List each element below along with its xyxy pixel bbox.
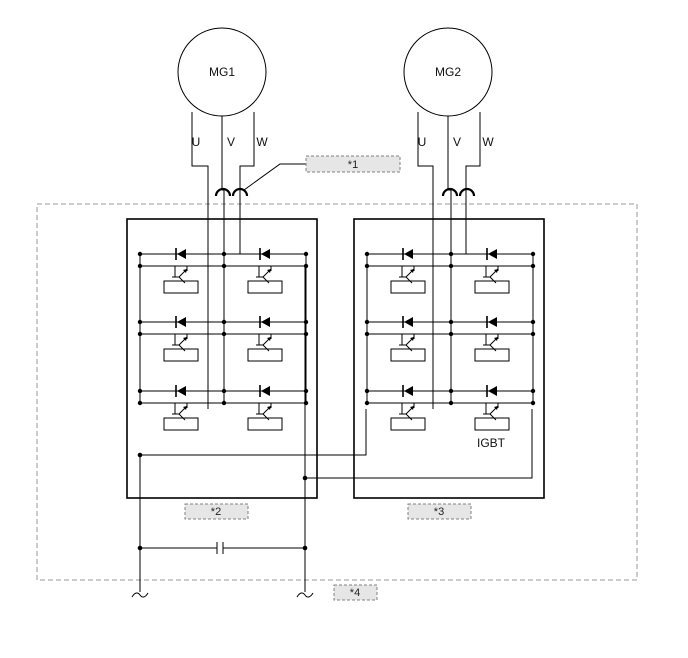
- mg1-diode-icon-0-1: [259, 247, 271, 261]
- mg2-igbt-icon-1-0: [390, 336, 426, 362]
- mg1-igbt-icon-1-0: [163, 336, 199, 362]
- mg1-inverter-circuit: [137, 247, 309, 431]
- mg1-v-current-sensor-icon: [214, 187, 232, 197]
- callout-2-tag: *2: [184, 503, 249, 520]
- mg1-phase-w: W: [256, 135, 268, 149]
- svg-text:*2: *2: [211, 506, 221, 518]
- igbt-label: IGBT: [477, 436, 506, 450]
- dc-bus-wiring: [139, 266, 533, 592]
- dc-bus-junctions: [137, 452, 308, 551]
- mg1-igbt-icon-0-1: [247, 268, 283, 294]
- mg2-igbt-icon-0-1: [474, 268, 510, 294]
- mg1-terminal-leads: [191, 112, 255, 409]
- mg2-inverter-module: [353, 218, 545, 499]
- mg1-igbt-icon-1-1: [247, 336, 283, 362]
- mg1-igbt-icon-2-1: [247, 405, 283, 431]
- mg1-w-current-sensor-icon: [231, 187, 249, 197]
- mg2-igbt-icon-1-1: [474, 336, 510, 362]
- callout-1-leader: [243, 163, 306, 191]
- mg1-phase-u: U: [192, 135, 201, 149]
- mg1-diode-icon-1-1: [259, 315, 271, 329]
- mg2-diode-icon-1-0: [402, 315, 414, 329]
- callout-1-tag: *1: [305, 155, 401, 173]
- mg2-phase-v: V: [453, 135, 461, 149]
- mg2-v-current-sensor-icon: [441, 187, 459, 197]
- mg2-igbt-icon-2-0: [390, 405, 426, 431]
- mg2-igbt-icon-2-1: [474, 405, 510, 431]
- mg1-diode-icon-1-0: [175, 315, 187, 329]
- wire-break-icons: [131, 592, 314, 598]
- svg-text:*1: *1: [348, 159, 358, 171]
- svg-text:*3: *3: [434, 506, 444, 518]
- mg1-igbt-icon-0-0: [163, 268, 199, 294]
- mg2-diode-icon-2-1: [486, 384, 498, 398]
- mg2-diode-icon-1-1: [486, 315, 498, 329]
- mg2-igbt-icon-0-0: [390, 268, 426, 294]
- mg1-motor: MG1: [177, 27, 267, 117]
- mg2-diode-icon-0-0: [402, 247, 414, 261]
- mg2-diode-icon-2-0: [402, 384, 414, 398]
- mg2-w-current-sensor-icon: [458, 187, 476, 197]
- svg-text:*4: *4: [350, 587, 360, 599]
- pcu-dashed-enclosure: [36, 203, 638, 581]
- mg1-igbt-icon-2-0: [163, 405, 199, 431]
- mg1-diode-icon-0-0: [175, 247, 187, 261]
- current-sensor-icons: [214, 187, 476, 197]
- mg1-diode-icon-2-1: [259, 384, 271, 398]
- mg2-phase-w: W: [482, 135, 494, 149]
- mg1-phase-v: V: [227, 135, 235, 149]
- mg1-inverter-module: [126, 218, 318, 499]
- callout-3-tag: *3: [407, 503, 472, 520]
- mg2-label: MG2: [435, 65, 461, 79]
- mg2-motor: MG2: [403, 27, 493, 117]
- mg2-inverter-circuit: [364, 247, 536, 431]
- callout-4-tag: *4: [333, 584, 378, 601]
- mg1-diode-icon-2-0: [175, 384, 187, 398]
- mg1-label: MG1: [209, 65, 235, 79]
- mg2-diode-icon-0-1: [486, 247, 498, 261]
- mg2-phase-u: U: [418, 135, 427, 149]
- mg2-terminal-leads: [417, 112, 481, 409]
